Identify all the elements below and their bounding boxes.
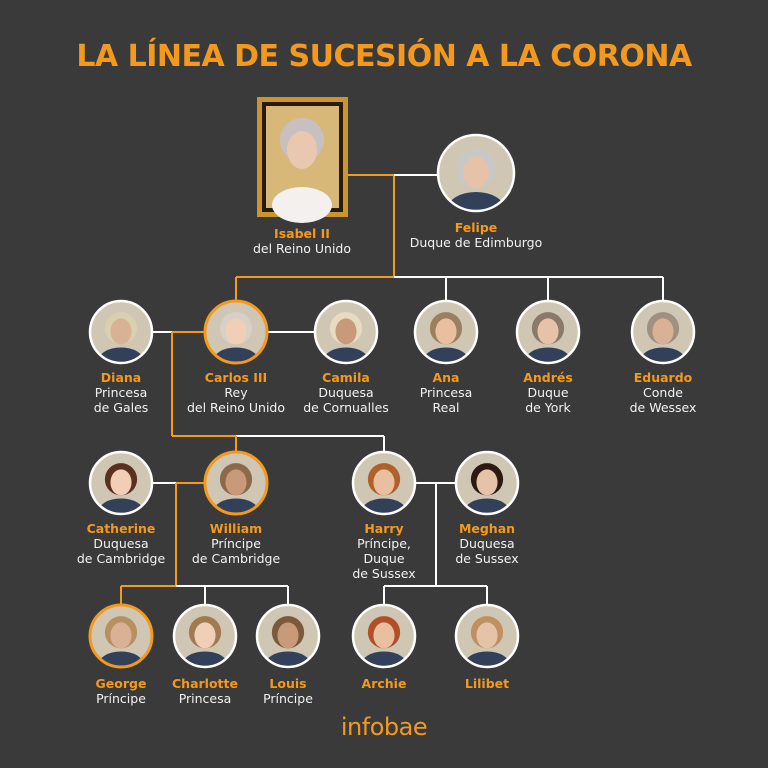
diana-name: Diana bbox=[101, 370, 141, 385]
andres-title-line: Duque bbox=[527, 385, 568, 400]
catherine-portrait bbox=[88, 450, 154, 516]
catherine-name: Catherine bbox=[87, 521, 156, 536]
eduardo-title-line: de Wessex bbox=[630, 400, 697, 415]
felipe-name: Felipe bbox=[455, 220, 498, 235]
lilibet-portrait bbox=[454, 603, 520, 669]
louis-portrait bbox=[255, 603, 321, 669]
archie-name: Archie bbox=[362, 676, 407, 691]
louis-title-line: Príncipe bbox=[263, 691, 313, 706]
catherine-title-line: de Cambridge bbox=[77, 551, 166, 566]
charlotte-title-line: Princesa bbox=[179, 691, 232, 706]
george-portrait bbox=[88, 603, 154, 669]
george-title-line: Príncipe bbox=[96, 691, 146, 706]
lilibet-name: Lilibet bbox=[465, 676, 509, 691]
diana-portrait bbox=[88, 299, 154, 365]
isabel-name: Isabel II bbox=[274, 226, 330, 241]
george-name: George bbox=[96, 676, 147, 691]
charlotte-name: Charlotte bbox=[172, 676, 238, 691]
diana-title-line: Princesa bbox=[95, 385, 148, 400]
isabel-framed-portrait bbox=[257, 97, 348, 223]
harry-title-line: Duque bbox=[363, 551, 404, 566]
catherine-title-line: Duquesa bbox=[93, 536, 148, 551]
diana-title-line: de Gales bbox=[94, 400, 149, 415]
andres-title-line: de York bbox=[525, 400, 571, 415]
carlos-title-line: del Reino Unido bbox=[187, 400, 285, 415]
camila-title-line: de Cornualles bbox=[303, 400, 389, 415]
carlos-portrait bbox=[203, 299, 269, 365]
carlos-name: Carlos III bbox=[205, 370, 267, 385]
felipe-title-line: Duque de Edimburgo bbox=[410, 235, 543, 250]
william-title-line: de Cambridge bbox=[192, 551, 281, 566]
harry-name: Harry bbox=[364, 521, 403, 536]
louis-name: Louis bbox=[269, 676, 306, 691]
eduardo-portrait bbox=[630, 299, 696, 365]
ana-title-line: Real bbox=[433, 400, 460, 415]
eduardo-title-line: Conde bbox=[643, 385, 683, 400]
eduardo-name: Eduardo bbox=[634, 370, 693, 385]
archie-portrait bbox=[351, 603, 417, 669]
ana-portrait bbox=[413, 299, 479, 365]
harry-portrait bbox=[351, 450, 417, 516]
william-name: William bbox=[210, 521, 262, 536]
andres-portrait bbox=[515, 299, 581, 365]
harry-title-line: de Sussex bbox=[352, 566, 415, 581]
meghan-portrait bbox=[454, 450, 520, 516]
meghan-name: Meghan bbox=[459, 521, 515, 536]
carlos-title-line: Rey bbox=[224, 385, 248, 400]
ana-title-line: Princesa bbox=[420, 385, 473, 400]
camila-portrait bbox=[313, 299, 379, 365]
charlotte-portrait bbox=[172, 603, 238, 669]
connector-lines bbox=[120, 174, 664, 605]
camila-name: Camila bbox=[322, 370, 370, 385]
felipe-portrait bbox=[436, 133, 516, 213]
page-title: LA LÍNEA DE SUCESIÓN A LA CORONA bbox=[76, 37, 693, 74]
andres-name: Andrés bbox=[523, 370, 573, 385]
william-title-line: Príncipe bbox=[211, 536, 261, 551]
camila-title-line: Duquesa bbox=[318, 385, 373, 400]
ana-name: Ana bbox=[432, 370, 459, 385]
infobae-logo: infobae bbox=[341, 713, 427, 741]
isabel-title-line: del Reino Unido bbox=[253, 241, 351, 256]
harry-title-line: Príncipe, bbox=[357, 536, 411, 551]
meghan-title-line: de Sussex bbox=[455, 551, 518, 566]
meghan-title-line: Duquesa bbox=[459, 536, 514, 551]
william-portrait bbox=[203, 450, 269, 516]
